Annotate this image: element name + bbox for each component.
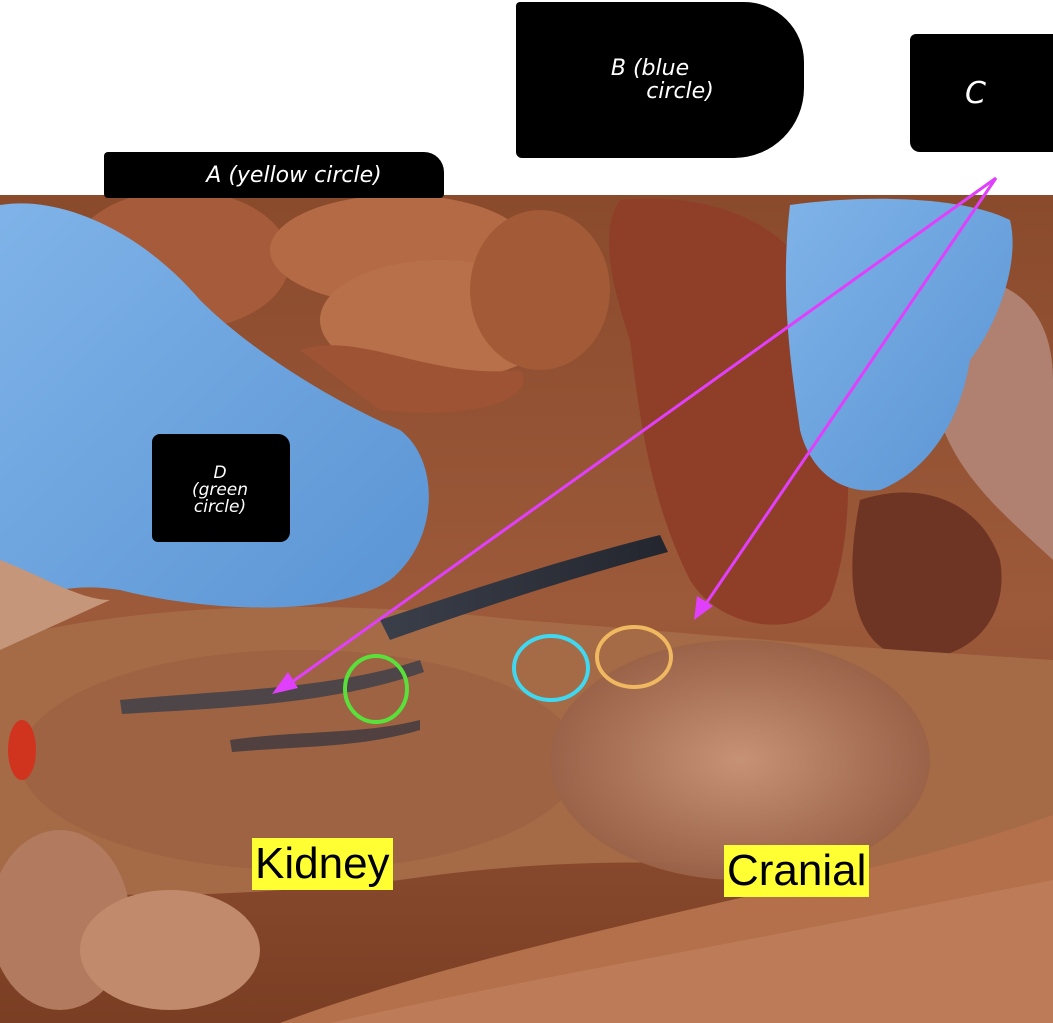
blue-circle-b: [512, 634, 590, 702]
label-a-text: A (yellow circle): [206, 162, 382, 188]
label-b-line2: circle): [646, 79, 714, 104]
arrows-from-c: [272, 176, 998, 694]
label-d-line2: (green: [191, 479, 249, 500]
green-circle-d: [343, 654, 409, 724]
cranial-orientation-label: Cranial: [724, 845, 870, 897]
label-d-line1: D: [213, 462, 227, 483]
label-c-text: C: [965, 75, 986, 111]
yellow-circle-a: [595, 625, 673, 689]
right-glove: [785, 198, 1013, 491]
left-glove: [0, 203, 429, 650]
label-a: A (yellow circle): [104, 152, 444, 198]
label-d: D (green circle): [152, 434, 290, 542]
kidney-orientation-label: Kidney: [252, 838, 393, 890]
label-b-line1: B (blue: [610, 55, 690, 81]
label-c: C: [910, 34, 1053, 152]
label-d-line3: circle): [193, 496, 247, 517]
label-b: B (blue circle): [516, 2, 804, 158]
